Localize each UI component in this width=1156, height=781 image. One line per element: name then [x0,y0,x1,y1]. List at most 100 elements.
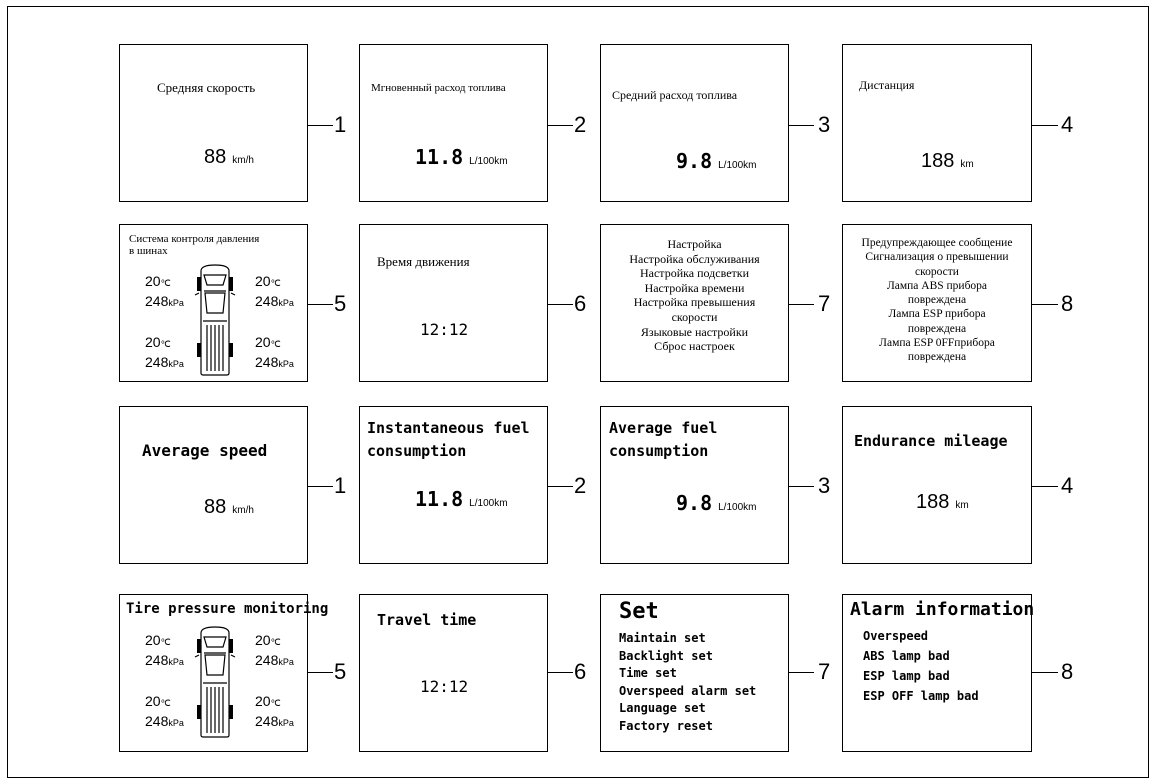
fuel-value: 9.8 [676,491,713,515]
callout-leader [548,125,573,126]
tyre-pressure-unit: kPa [168,298,184,308]
tyre-temp-unit: ℃ [270,278,281,288]
alarm-message-list: Overspeed ABS lamp bad ESP lamp bad ESP … [863,626,979,706]
tyre-temp-unit: ℃ [160,278,171,288]
panel-title: Alarm information [850,599,1035,620]
callout-number: 8 [1061,659,1074,684]
figure-frame [7,6,1149,778]
callout-number: 1 [334,112,347,137]
alarm-line: Overspeed [863,629,929,643]
menu-item: Языковые настройки [640,324,749,339]
alarm-line: Лампа ESP 0FFприбора [879,337,995,350]
tyre-pressure: 248 [145,713,169,729]
speed-unit: km/h [232,505,254,516]
callout-leader [789,672,814,673]
tyre-temp-unit: ℃ [160,698,171,708]
tyre-pressure-unit: kPa [168,359,184,369]
callout-leader [308,486,333,487]
tyre-temp-unit: ℃ [270,637,281,647]
panel-en-settings: Set Maintain set Backlight set Time set … [600,594,789,752]
tyre-temp: 20 [255,632,271,648]
tyre-pressure-unit: kPa [278,657,294,667]
fuel-value: 11.8 [415,487,464,511]
tyre-pressure: 248 [255,354,279,370]
panel-title: Мгновенный расход топлива [371,82,506,94]
callout-number: 6 [574,659,587,684]
title-line: Average fuel [609,419,718,437]
tyre-pressure: 248 [145,293,169,309]
menu-item: Настройка [667,237,722,251]
tyre-pressure: 248 [145,652,169,668]
tyre-rear-left: 20℃ 248kPa [145,692,184,732]
truck-topview-icon [194,264,236,376]
panel-title: Travel time [377,611,477,629]
menu-item: Настройка превышения [633,295,756,310]
panel-en-travel-time: Travel time 12:12 [359,594,548,752]
callout-number: 4 [1061,112,1074,137]
alarm-line: Сигнализация о превышении [865,251,1009,264]
speed-value: 88 [204,146,227,168]
callout-leader [789,486,814,487]
panel-en-average-speed: Average speed 88 km/h [119,406,308,564]
menu-item: Настройка времени [644,280,745,295]
speed-value: 88 [204,496,227,518]
panel-title: Система контроля давления в шинах [129,233,259,257]
tyre-pressure-unit: kPa [168,718,184,728]
callout-leader [1032,486,1058,487]
tyre-temp: 20 [255,273,271,289]
callout-leader [1032,672,1058,673]
callout-number: 7 [818,659,831,684]
callout-number: 3 [818,112,831,137]
callout-number: 2 [574,473,587,498]
callout-number: 3 [818,473,831,498]
panel-value-group: 88 km/h [204,496,254,519]
title-line: consumption [367,442,467,460]
title-line: Система контроля давления [129,233,260,245]
menu-item: скорости [671,309,718,324]
distance-value: 188 [921,150,955,172]
fuel-value: 9.8 [676,149,713,173]
tyre-pressure: 248 [255,293,279,309]
alarm-line: ABS lamp bad [863,649,950,663]
tyre-temp: 20 [255,693,271,709]
truck-topview-icon [194,626,236,738]
fuel-unit: L/100km [469,156,508,167]
fuel-unit: L/100km [469,498,508,509]
callout-leader [1032,125,1058,126]
panel-title: Средняя скорость [157,80,256,95]
panel-value-group: 9.8 L/100km [676,149,756,173]
panel-ru-travel-time: Время движения 12:12 [359,224,548,382]
callout-number: 6 [574,291,587,316]
callout-leader [308,125,333,126]
fuel-unit: L/100km [718,160,757,171]
alarm-line: повреждена [907,351,967,364]
time-value: 12:12 [420,320,469,339]
panel-title: Время движения [377,254,470,269]
time-value: 12:12 [420,677,469,696]
tyre-temp: 20 [145,693,161,709]
alarm-line: скорости [915,265,959,278]
menu-item: Overspeed alarm set [619,683,757,698]
alarm-line: Предупреждающее сообщение [861,237,1013,249]
title-line: в шинах [129,245,168,257]
panel-title: Average fuel consumption [609,417,717,463]
menu-item: Настройка подсветки [639,266,750,281]
callout-leader [548,486,573,487]
menu-item: Backlight set [619,648,713,663]
panel-title: Average speed [142,441,268,460]
callout-number: 5 [334,291,347,316]
panel-title: Endurance mileage [854,432,1008,450]
alarm-line: повреждена [907,294,967,307]
settings-menu-list: Maintain set Backlight set Time set Over… [619,630,756,735]
